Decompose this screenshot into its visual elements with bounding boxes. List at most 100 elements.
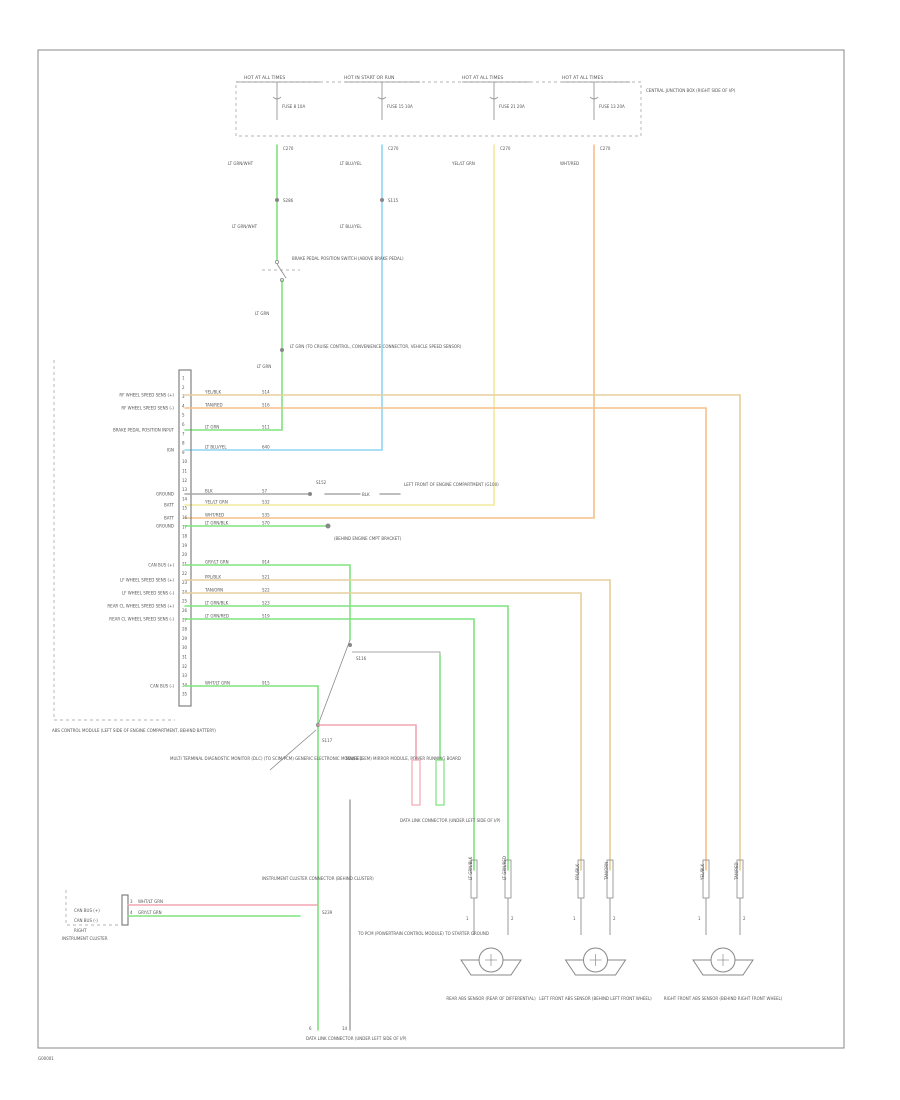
module-pin-20: 20 — [182, 552, 188, 557]
module-pin-11: 11 — [182, 469, 188, 474]
fuse-feed-2: HOT IN START OR RUN — [344, 75, 394, 81]
splice-s115-dot — [380, 198, 384, 202]
wire-label-3: YEL/LT GRN — [451, 161, 475, 166]
sensor-pin: 1 — [573, 916, 576, 921]
c270-2: C270 — [388, 146, 399, 151]
dlc-label: DATA LINK CONNECTOR (UNDER LEFT SIDE OF … — [306, 1036, 407, 1041]
speed-sensor-note: LT GRN (TO CRUISE CONTROL, CONVENIENCE C… — [290, 344, 462, 349]
fuse-feed-3: HOT AT ALL TIMES — [462, 75, 503, 81]
module-circuit: 57 — [262, 489, 268, 494]
fuse-icon — [272, 96, 599, 100]
module-circuit: 915 — [262, 681, 270, 686]
module-circuit: 640 — [262, 445, 270, 450]
module-pin-21: 21 — [182, 562, 188, 567]
module-function: REAR CL WHEEL SPEED SENS (-) — [109, 617, 174, 622]
dlc-pin-2: 14 — [342, 1026, 348, 1031]
module-pin-14: 14 — [182, 496, 188, 501]
module-function: RF WHEEL SPEED SENS (+) — [119, 393, 174, 398]
cluster-row-1: CAN BUS (+) — [74, 908, 100, 913]
module-function: BATT — [164, 516, 175, 521]
dlc-wire-segment — [411, 759, 421, 806]
module-pin-24: 24 — [182, 589, 188, 594]
module-circuit: 519 — [262, 614, 270, 619]
fuse-4-label: FUSE 13 20A — [599, 104, 625, 109]
module-function: GROUND — [156, 524, 174, 529]
instrument-cluster: CAN BUS (+) CAN BUS (-) RIGHT 3 4 WHT/LT… — [62, 876, 374, 941]
sensor-wire-color: LT GRN/RED — [502, 856, 507, 880]
module-pin-34: 34 — [182, 682, 188, 687]
abs-sensors: 1 2 LT GRN/BLK LT GRN/RED REAR ABS SENSOR (R… — [446, 856, 782, 1001]
sensor-wire-color: YEL/BLK — [700, 863, 705, 881]
module-function: CAN BUS (-) — [150, 684, 174, 689]
module-pin-25: 25 — [182, 599, 188, 604]
engine-cmpt-note: (BEHIND ENGINE CMPT BRACKET) — [334, 536, 402, 541]
sensor-pin: 2 — [511, 916, 514, 921]
module-pin-17: 17 — [182, 524, 188, 529]
module-pin-1: 1 — [182, 376, 185, 381]
module-circuit: 523 — [262, 601, 270, 606]
sensor-wire-color: TAN/RED — [734, 862, 739, 881]
module-circuit: 570 — [262, 521, 270, 526]
wire-lt-blu-yel — [184, 144, 383, 451]
module-wire-color: TAN/ORN — [204, 588, 223, 593]
module-pin-6: 6 — [182, 422, 185, 427]
ground-circuit: S152 BLK LEFT FRONT OF ENGINE COMPARTMEN… — [184, 480, 499, 497]
fuse-2-label: FUSE 15 10A — [387, 104, 413, 109]
network-note: MULTI TERMINAL DIAGNOSTIC MONITOR (DLC) … — [170, 756, 461, 761]
module-function: BATT — [164, 503, 175, 508]
module-circuit: 516 — [262, 403, 270, 408]
module-wire-color: YEL/LT GRN — [204, 500, 228, 505]
sensor-wire-color: LT GRN/BLK — [468, 856, 473, 880]
data-link-connector: DATA LINK CONNECTOR (UNDER LEFT SIDE OF … — [306, 899, 489, 1041]
module-pin-35: 35 — [182, 692, 188, 697]
wire-lf-plus — [184, 579, 611, 871]
sensor-pin: 2 — [613, 916, 616, 921]
module-function: REAR CL WHEEL SPEED SENS (+) — [107, 604, 174, 609]
splice-s239: S239 — [322, 910, 333, 915]
fuse-feed-1: HOT AT ALL TIMES — [244, 75, 285, 81]
splice-s117: S117 — [322, 738, 333, 743]
module-wire-color: GRY/LT GRN — [205, 560, 229, 565]
module-connector — [178, 369, 192, 707]
module-wire-color: BLK — [205, 489, 213, 494]
module-pin-22: 22 — [182, 571, 188, 576]
module-circuit: 521 — [262, 575, 270, 580]
sensor-label: RIGHT FRONT ABS SENSOR (BEHIND RIGHT FRO… — [664, 996, 783, 1001]
cluster-wire-1: WHT/LT GRN — [138, 899, 163, 904]
module-pin-33: 33 — [182, 673, 188, 678]
module-wire-color: LT GRN/RED — [205, 614, 229, 619]
wire-lt-grn-wht — [184, 144, 283, 431]
central-junction-box-label: CENTRAL JUNCTION BOX (RIGHT SIDE OF I/P) — [646, 88, 736, 93]
module-function: BRAKE PEDAL POSITION INPUT — [113, 428, 175, 433]
wire-wht-red — [184, 144, 595, 519]
module-circuit: 514 — [262, 390, 270, 395]
c270-4: C270 — [600, 146, 611, 151]
module-wire-color: WHT/RED — [205, 513, 224, 518]
abs-module-label: ABS CONTROL MODULE (LEFT SIDE OF ENGINE … — [52, 728, 216, 733]
wire-rf-minus — [184, 407, 707, 871]
module-wire-color: WHT/LT GRN — [205, 681, 230, 686]
module-wire-color: LT GRN/BLK — [205, 521, 229, 526]
module-function: CAN BUS (+) — [148, 563, 174, 568]
module-function: LF WHEEL SPEED SENS (+) — [120, 578, 174, 583]
module-pin-23: 23 — [182, 580, 188, 585]
sensor-wire-color: TAN/ORN — [604, 862, 609, 881]
splice-s286: S286 — [283, 198, 294, 203]
module-circuit: 511 — [262, 425, 270, 430]
diagram-frame — [37, 49, 845, 1049]
sensor-label: REAR ABS SENSOR (REAR OF DIFFERENTIAL) — [446, 996, 536, 1001]
module-pin-2: 2 — [182, 385, 185, 390]
module-pin-3: 3 — [182, 394, 185, 399]
ground-splice: S152 — [316, 480, 327, 485]
pink-wire-label: TAN/RED — [344, 756, 363, 761]
cluster-pin-1: 3 — [130, 899, 133, 904]
module-pin-18: 18 — [182, 534, 188, 539]
wire-rear-plus — [184, 605, 509, 871]
wire-label-4: WHT/RED — [560, 161, 579, 166]
module-pin-31: 31 — [182, 655, 188, 660]
module-pin-8: 8 — [182, 441, 185, 446]
brake-switch-label: BRAKE PEDAL POSITION SWITCH (ABOVE BRAKE… — [292, 256, 404, 261]
